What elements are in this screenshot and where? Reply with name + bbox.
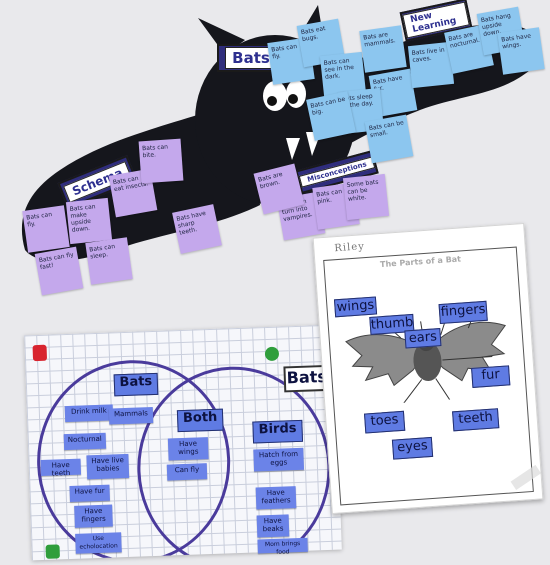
schema-note: Bats can fly fast! xyxy=(34,246,84,296)
part-label-fur: fur xyxy=(471,365,511,388)
venn-card-bats: Have teeth xyxy=(40,458,82,478)
part-label-fingers: fingers xyxy=(438,300,488,325)
red-magnet xyxy=(32,344,48,362)
part-label-wings: wings xyxy=(333,296,378,318)
part-label-ears: ears xyxy=(404,328,442,349)
schema-note: Bats can sleep. xyxy=(85,237,133,285)
bat-parts-worksheet: Riley The Parts of a Bat wings thumb ear… xyxy=(312,222,544,515)
venn-card-birds: Mom brings food xyxy=(257,537,308,556)
venn-card-bats: Have fingers xyxy=(74,504,113,528)
part-label-teeth: teeth xyxy=(452,408,500,432)
schema-note: Bats can bite. xyxy=(138,138,184,184)
venn-card-bats: Use echolocation xyxy=(75,532,122,554)
venn-card-bats: Mammals xyxy=(108,407,154,425)
venn-card-bats: Have fur xyxy=(69,484,110,502)
schema-note: Bats can fly. xyxy=(22,205,70,253)
part-label-toes: toes xyxy=(363,410,406,434)
new-learning-note: Bats have wings. xyxy=(497,27,545,75)
green-magnet xyxy=(45,544,60,559)
venn-bats-title: Bats xyxy=(113,372,159,397)
left-pupil xyxy=(267,96,277,106)
venn-poster: Bats Bats Both Birds Drink milk Mammals … xyxy=(24,324,342,561)
left-fang xyxy=(286,138,300,160)
misconception-note: Some bats can be white. xyxy=(342,173,390,221)
venn-both-label: Both xyxy=(176,408,224,433)
new-learning-note: Bats can be small. xyxy=(364,114,414,164)
venn-card-birds: Hatch from eggs xyxy=(253,447,305,472)
part-label-eyes: eyes xyxy=(391,436,434,460)
venn-card-bats: Nocturnal xyxy=(63,432,107,451)
venn-card-birds: Have beaks xyxy=(256,514,290,538)
venn-birds-label: Birds xyxy=(252,419,304,444)
venn-card-both: Can fly xyxy=(166,463,208,481)
venn-card-both: Have wings xyxy=(167,437,209,461)
bat-body xyxy=(195,35,355,205)
left-eye xyxy=(263,81,287,111)
new-learning-note: Bats are mammals. xyxy=(359,25,407,73)
bat-poster: Bats Schema New Learning Misconceptions … xyxy=(21,0,545,296)
schema-note: Bats can make upside down. xyxy=(65,197,113,245)
student-name: Riley xyxy=(334,241,366,255)
right-pupil xyxy=(288,94,298,104)
venn-card-birds: Have feathers xyxy=(255,486,297,510)
venn-card-bats: Drink milk xyxy=(64,404,114,423)
venn-card-bats: Have live babies xyxy=(86,453,130,480)
schema-note: Bats have sharp teeth. xyxy=(172,204,222,254)
new-learning-note: Bats can be big. xyxy=(306,91,356,141)
right-eye xyxy=(286,80,306,108)
